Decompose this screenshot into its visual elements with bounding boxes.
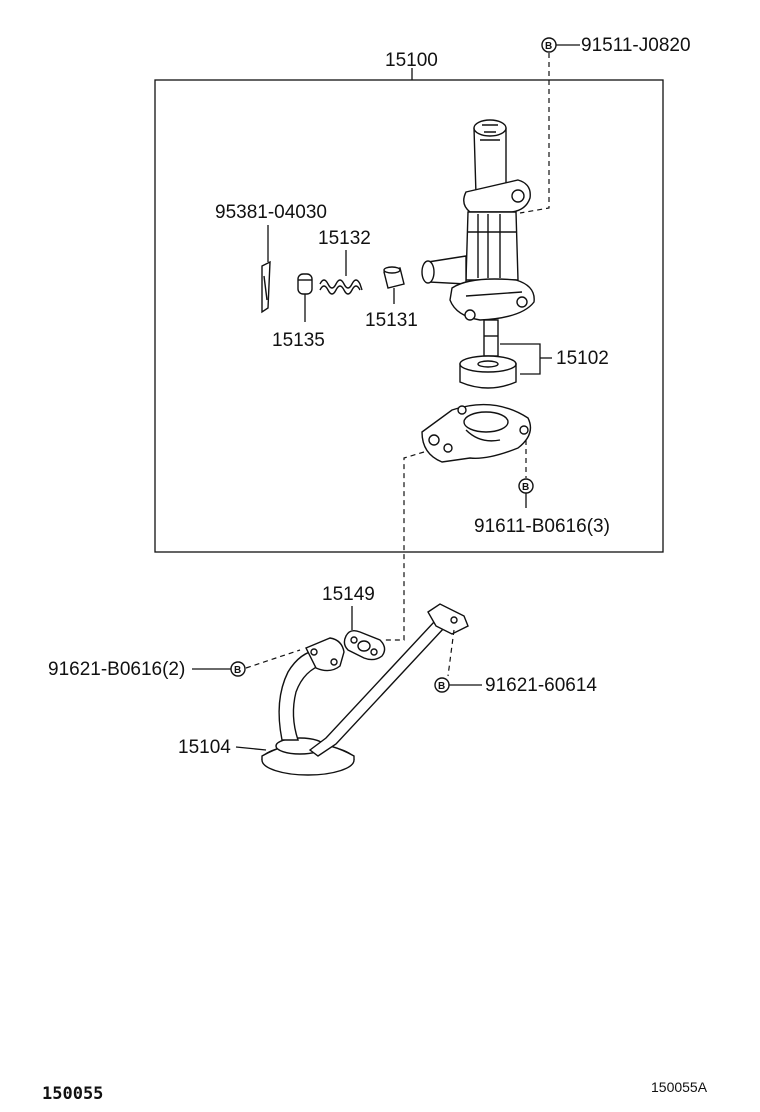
gasket bbox=[343, 629, 386, 661]
label-gasket[interactable]: 15149 bbox=[322, 584, 375, 605]
svg-text:B: B bbox=[522, 482, 529, 493]
label-spring[interactable]: 15132 bbox=[318, 228, 371, 249]
label-strainer-bolt-left[interactable]: 91621-B0616(2) bbox=[48, 659, 185, 680]
svg-text:B: B bbox=[438, 681, 445, 692]
svg-text:B: B bbox=[234, 665, 241, 676]
spring bbox=[319, 279, 363, 295]
label-assembly[interactable]: 15100 bbox=[385, 50, 438, 71]
relief-valve bbox=[383, 266, 405, 289]
bolt-mark-top: B bbox=[541, 37, 557, 53]
bolt-mark-strainer-left: B bbox=[230, 661, 246, 677]
label-strainer-bolt-right[interactable]: 91621-60614 bbox=[485, 675, 597, 696]
assembly-frame bbox=[154, 79, 664, 553]
label-rotor-set[interactable]: 15102 bbox=[556, 348, 609, 369]
oil-pump-body bbox=[421, 119, 535, 321]
footer-left-code: 150055 bbox=[42, 1084, 103, 1104]
rotor-set bbox=[459, 319, 517, 389]
cotter-pin bbox=[261, 260, 271, 314]
label-bolt-top[interactable]: 91511-J0820 bbox=[581, 35, 691, 56]
label-cover-bolt[interactable]: 91611-B0616(3) bbox=[474, 516, 610, 537]
pump-cover bbox=[421, 403, 532, 463]
label-strainer[interactable]: 15104 bbox=[178, 737, 231, 758]
label-cotter-pin[interactable]: 95381-04030 bbox=[215, 202, 327, 223]
label-retainer[interactable]: 15135 bbox=[272, 330, 325, 351]
retainer bbox=[297, 273, 313, 295]
bolt-mark-cover: B bbox=[518, 478, 534, 494]
oil-strainer bbox=[261, 603, 469, 776]
bolt-mark-strainer-right: B bbox=[434, 677, 450, 693]
svg-text:B: B bbox=[545, 41, 552, 52]
footer-right-code: 150055A bbox=[651, 1079, 708, 1095]
label-relief-valve[interactable]: 15131 bbox=[365, 310, 418, 331]
